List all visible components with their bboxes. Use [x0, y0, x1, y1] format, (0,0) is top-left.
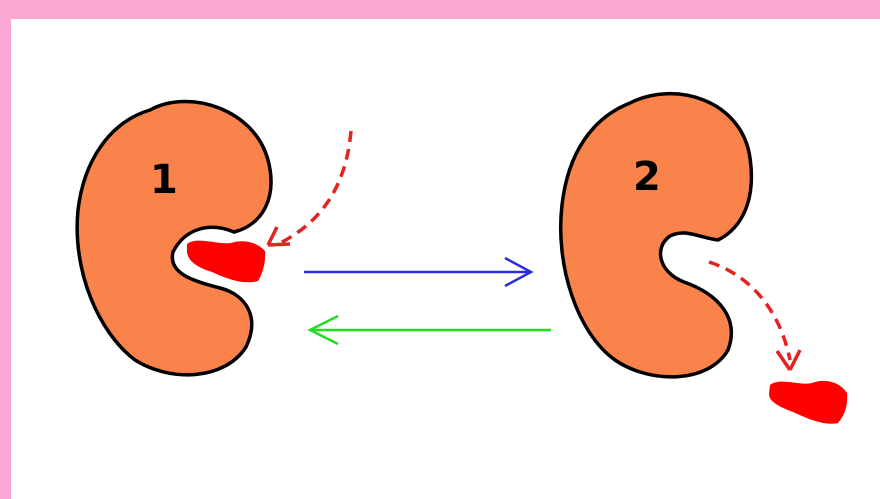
ligand-bound — [187, 241, 265, 283]
ligand-entry-arrow — [282, 131, 351, 242]
ligand-released — [769, 381, 847, 424]
state-label-1: 1 — [150, 157, 178, 203]
protein-right — [561, 94, 752, 377]
protein-left — [77, 101, 271, 374]
state-label-2: 2 — [633, 154, 661, 200]
ligand-entry-arrowhead — [268, 227, 290, 245]
